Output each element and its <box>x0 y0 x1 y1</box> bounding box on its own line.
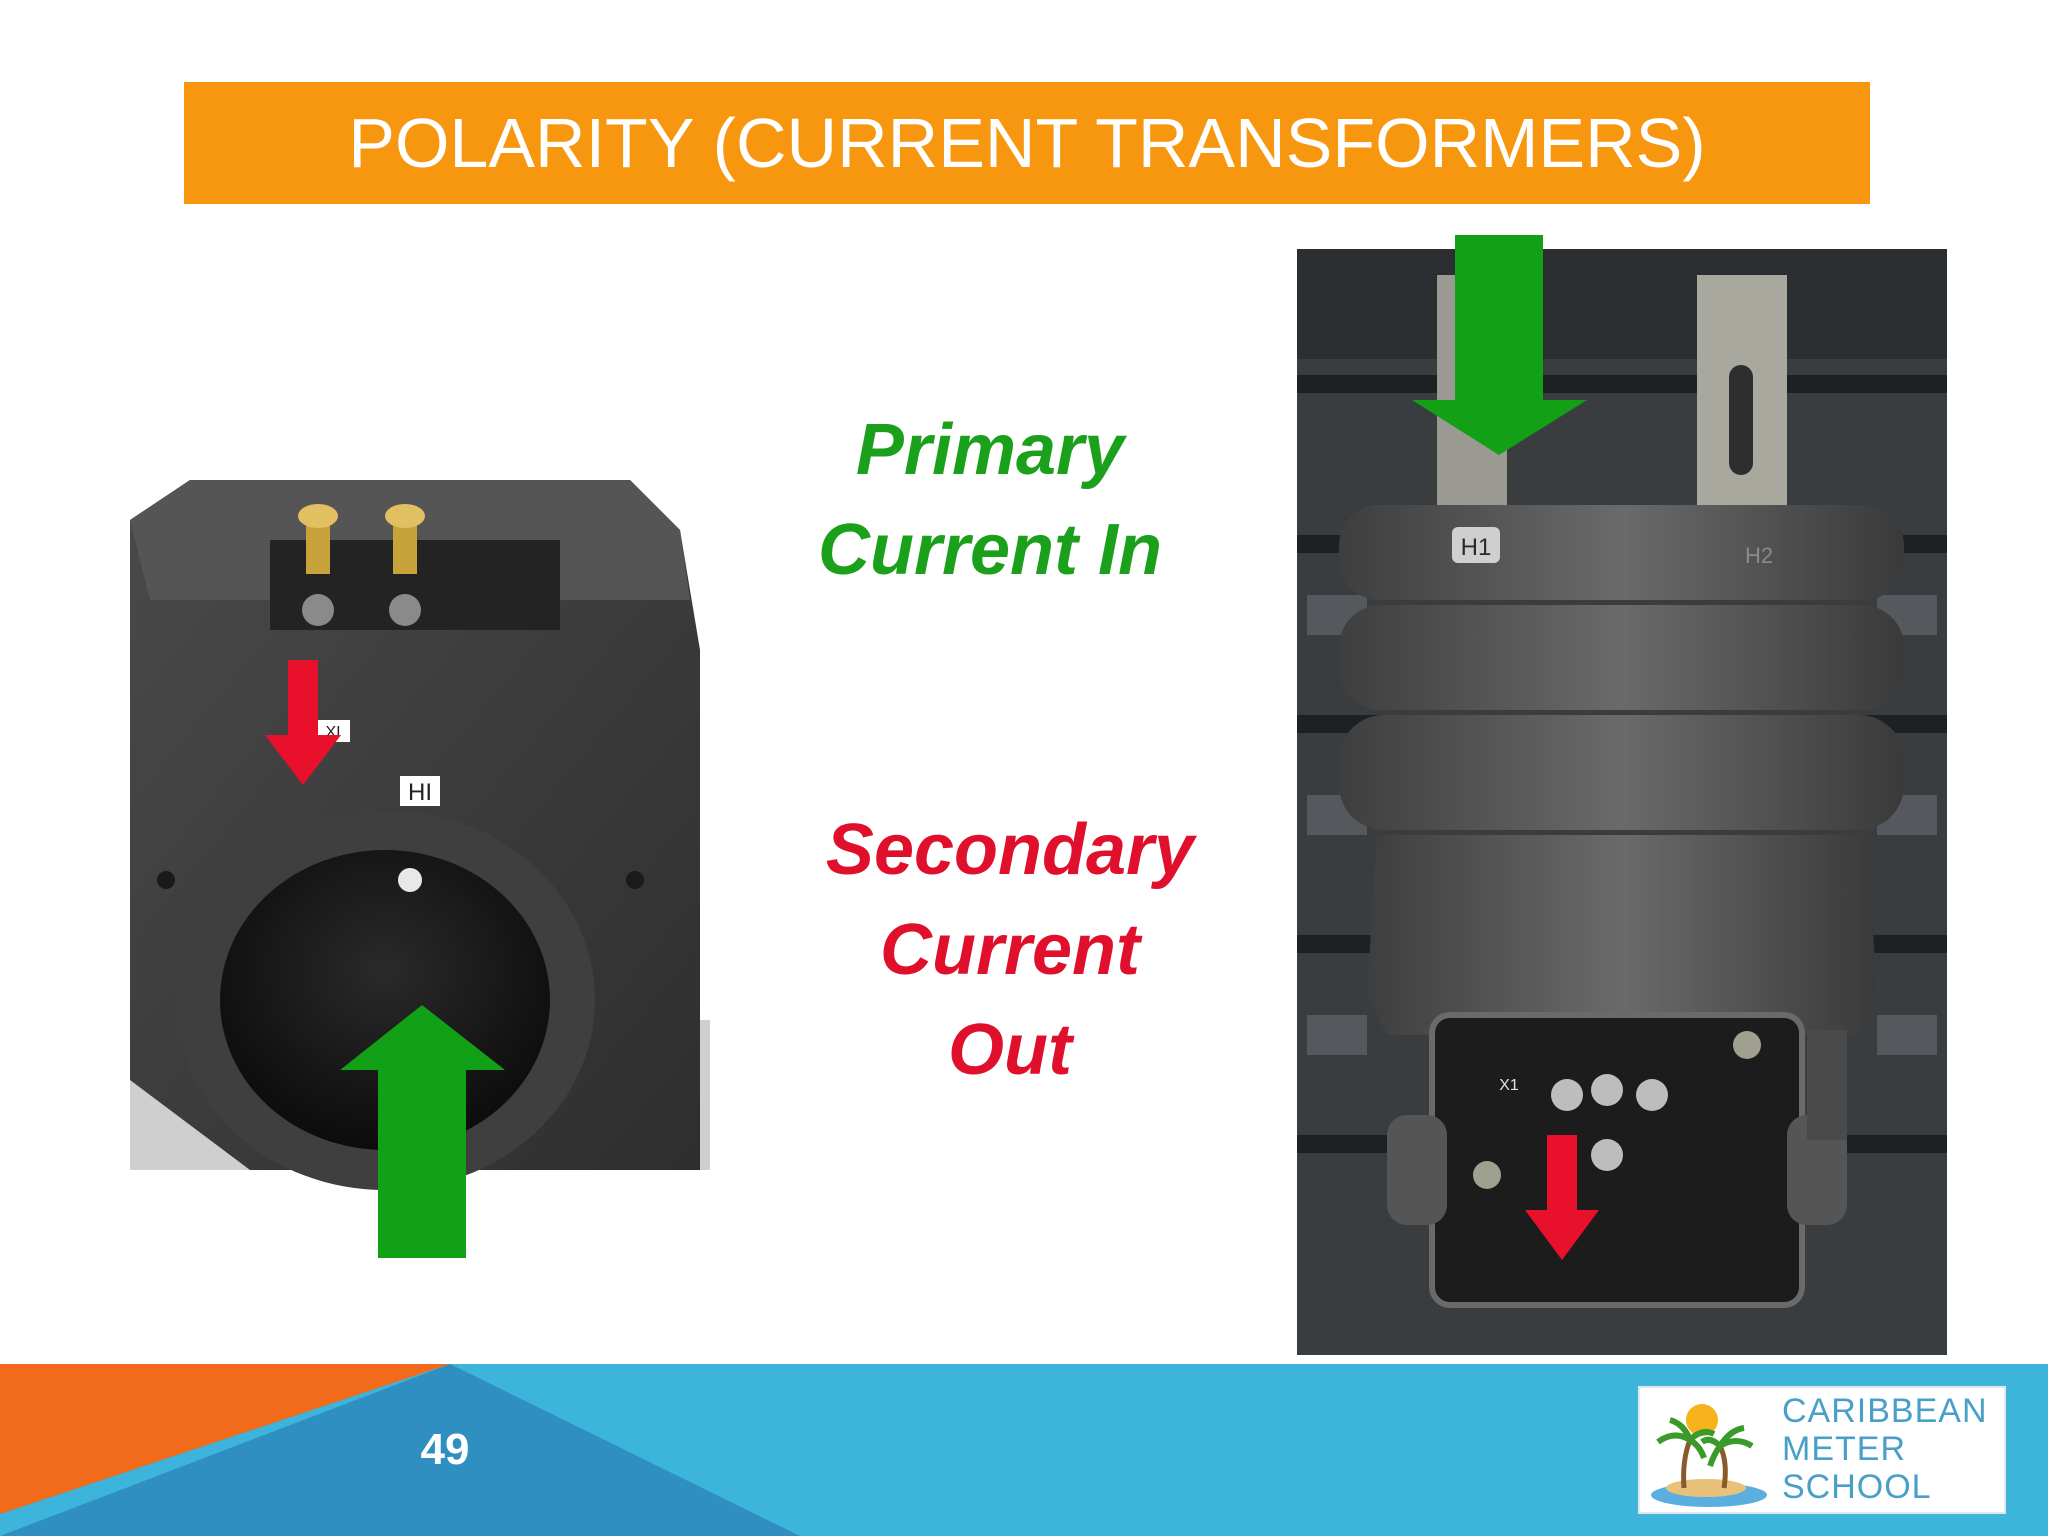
green-arrow-up-icon <box>340 1005 505 1258</box>
h1-terminal-label: HI <box>408 779 432 806</box>
logo-line-2: METER <box>1782 1430 1906 1468</box>
h1-terminal-label: H1 <box>1461 534 1492 561</box>
primary-line-1: Primary <box>855 410 1125 490</box>
secondary-current-label: Secondary Current Out <box>760 800 1260 1100</box>
secondary-line-1: Secondary <box>825 810 1195 890</box>
caribbean-meter-school-logo: CARIBBEAN METER SCHOOL <box>1638 1386 2006 1514</box>
x1-terminal-label: X1 <box>1499 1077 1519 1094</box>
logo-line-3: SCHOOL <box>1782 1468 1932 1506</box>
green-arrow-down-icon <box>1412 235 1587 455</box>
bushing-ct-image: H1 H2 X1 <box>1297 235 1947 1355</box>
red-arrow-down-icon <box>1525 1135 1599 1260</box>
palm-tree-icon <box>1651 1404 1767 1507</box>
right-ct-photo: H1 H2 X1 <box>1297 235 1947 1355</box>
window-ct-image: XI HI <box>130 480 710 1258</box>
red-arrow-down-icon <box>265 660 341 785</box>
primary-line-2: Current In <box>817 510 1162 590</box>
logo-line-1: CARIBBEAN <box>1782 1392 1988 1430</box>
page-number: 49 <box>420 1425 470 1474</box>
title-bar: POLARITY (CURRENT TRANSFORMERS) <box>184 82 1870 204</box>
h2-terminal-label: H2 <box>1745 543 1773 568</box>
secondary-line-2: Current <box>879 910 1140 990</box>
primary-current-label: Primary Current In <box>760 400 1220 600</box>
slide-title: POLARITY (CURRENT TRANSFORMERS) <box>348 104 1706 182</box>
secondary-line-3: Out <box>948 1010 1072 1090</box>
left-ct-photo: XI HI <box>130 480 710 1280</box>
